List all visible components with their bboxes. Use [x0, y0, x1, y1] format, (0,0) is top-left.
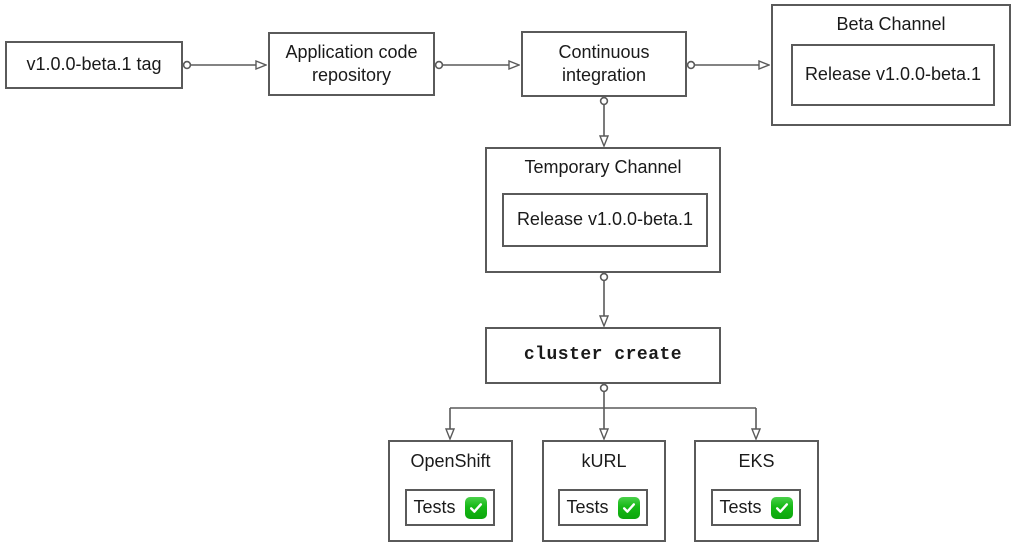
node-continuous-integration-label-line1: Continuous: [558, 41, 650, 62]
edge-ci-to-beta-channel: [686, 62, 768, 69]
edge-temporary-channel-to-cluster-create: [601, 272, 608, 325]
check-mark-green-icon: [770, 496, 793, 519]
node-openshift-tests-label: Tests: [413, 496, 456, 517]
node-kurl-title: kURL: [581, 451, 627, 471]
node-eks[interactable]: EKS Tests: [694, 440, 819, 542]
node-temporary-channel-title: Temporary Channel: [524, 157, 682, 177]
node-kurl-tests-label: Tests: [566, 496, 609, 517]
node-application-code-repository[interactable]: Application code repository: [268, 32, 435, 96]
node-cluster-create[interactable]: cluster create: [485, 327, 721, 384]
node-cluster-create-label: cluster create: [523, 344, 683, 365]
edge-ci-to-temporary-channel: [601, 96, 608, 145]
edge-cluster-create-branch: [450, 383, 756, 438]
node-beta-channel-title: Beta Channel: [836, 14, 946, 34]
node-kurl-tests[interactable]: Tests: [558, 489, 648, 526]
node-temporary-channel-release-label: Release v1.0.0-beta.1: [516, 209, 694, 230]
node-temporary-channel-release[interactable]: Release v1.0.0-beta.1: [502, 193, 708, 247]
node-continuous-integration-label-line2: integration: [561, 65, 647, 85]
node-application-code-repository-label-line2: repository: [311, 65, 392, 85]
node-temporary-channel[interactable]: Temporary Channel Release v1.0.0-beta.1: [485, 147, 721, 273]
node-kurl[interactable]: kURL Tests: [542, 440, 666, 542]
node-beta-channel[interactable]: Beta Channel Release v1.0.0-beta.1: [771, 4, 1011, 126]
node-openshift-tests[interactable]: Tests: [405, 489, 495, 526]
edge-tag-to-repo: [182, 62, 265, 69]
node-openshift-title: OpenShift: [410, 451, 491, 471]
node-eks-tests-label: Tests: [719, 496, 762, 517]
node-version-tag[interactable]: v1.0.0-beta.1 tag: [5, 41, 183, 89]
node-version-tag-label: v1.0.0-beta.1 tag: [26, 54, 162, 75]
node-beta-channel-release[interactable]: Release v1.0.0-beta.1: [791, 44, 995, 106]
node-beta-channel-release-label: Release v1.0.0-beta.1: [804, 64, 982, 85]
check-mark-green-icon: [464, 496, 487, 519]
node-eks-tests[interactable]: Tests: [711, 489, 801, 526]
node-openshift[interactable]: OpenShift Tests: [388, 440, 513, 542]
node-eks-title: EKS: [738, 451, 775, 471]
node-continuous-integration[interactable]: Continuous integration: [521, 31, 687, 97]
node-application-code-repository-label-line1: Application code: [285, 41, 418, 62]
edge-repo-to-ci: [434, 62, 518, 69]
check-mark-green-icon: [617, 496, 640, 519]
